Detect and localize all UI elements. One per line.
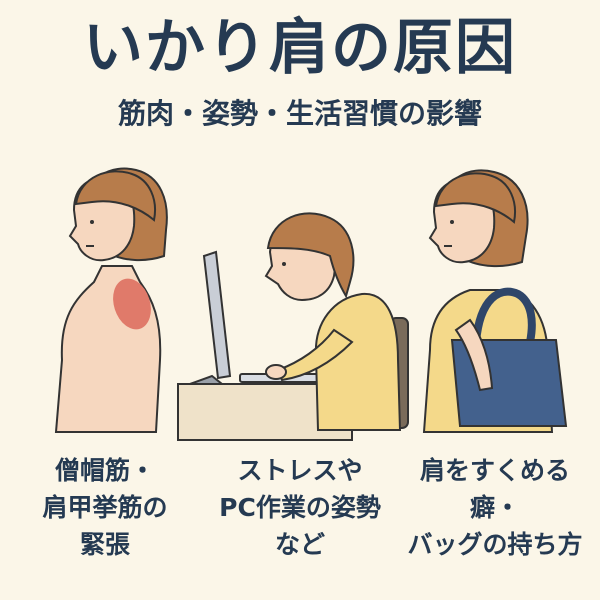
bag-strap [472, 287, 536, 343]
hair [266, 212, 355, 299]
eye [90, 220, 94, 224]
forearm [276, 328, 354, 382]
page-subtitle: 筋肉・姿勢・生活習慣の影響 [117, 97, 482, 130]
caption-habits: 肩をすくめる 癖・ バッグの持ち方 [400, 452, 590, 563]
caption-line: 緊張 [79, 530, 130, 559]
monitor-stand [189, 374, 225, 385]
caption-line: 肩をすくめる [419, 456, 570, 485]
caption-line: 肩甲挙筋の [42, 493, 168, 522]
caption-line: ストレスや [237, 456, 363, 485]
bangs [74, 170, 156, 222]
caption-posture: ストレスや PC作業の姿勢 など [205, 452, 395, 563]
shirt [314, 292, 402, 431]
woman-at-computer-figure [177, 212, 409, 441]
eye [450, 220, 454, 224]
caption-muscle-tension: 僧帽筋・ 肩甲挙筋の 緊張 [10, 452, 200, 563]
trapezius-highlight [113, 278, 151, 330]
caption-line: 僧帽筋・ [54, 456, 155, 485]
caption-line: PC作業の姿勢 [219, 493, 381, 522]
woman-carrying-bag-figure [422, 169, 568, 433]
caption-line: など [274, 530, 325, 559]
caption-line: 癖・ [469, 493, 520, 522]
hand [265, 364, 287, 380]
monitor [202, 250, 232, 380]
bangs [434, 172, 516, 224]
arm [454, 318, 494, 392]
tense-trapezius-figure [54, 167, 168, 433]
caption-line: バッグの持ち方 [407, 530, 583, 559]
page-title: いかり肩の原因 [83, 13, 517, 83]
eye [282, 262, 286, 266]
